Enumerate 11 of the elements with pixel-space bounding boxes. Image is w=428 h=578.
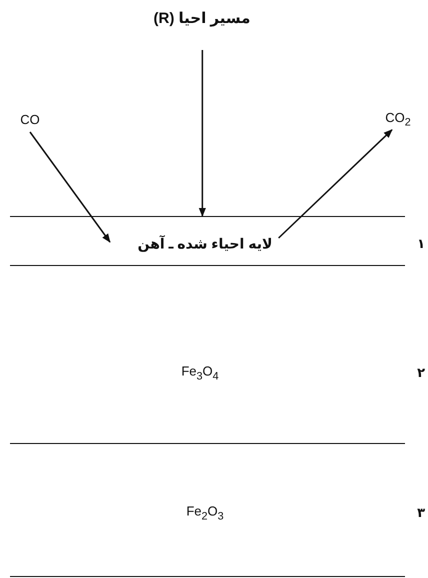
layer-number: ۲	[417, 365, 425, 381]
arrow	[29, 132, 111, 243]
layer-number: ۱	[417, 236, 425, 252]
layer-number: ۳	[417, 505, 425, 521]
gas-label: CO	[14, 112, 46, 128]
arrow	[198, 50, 206, 217]
gas-label: CO$_{2}$	[378, 110, 418, 130]
layer-label: Fe$_{3}$O$_{4}$	[181, 364, 219, 382]
arrow	[278, 129, 393, 239]
layer-label: لایه احیاء شده ـ آهن	[138, 236, 272, 252]
layer-label: Fe$_{2}$O$_{3}$	[186, 504, 224, 522]
